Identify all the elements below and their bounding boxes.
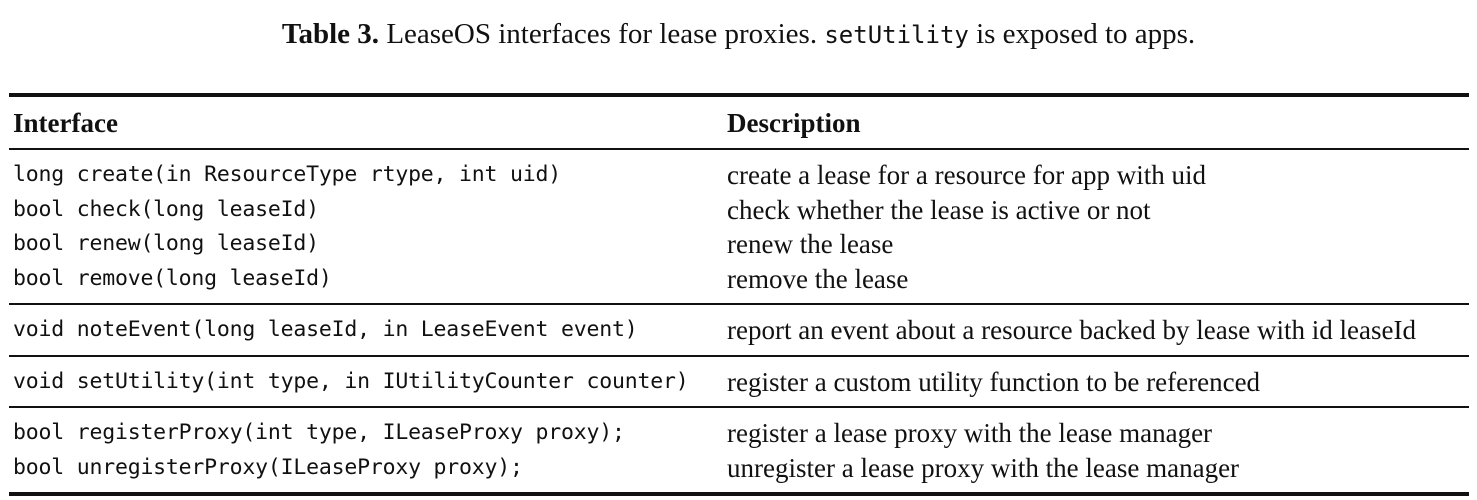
header-description: Description — [723, 95, 1469, 150]
interface-cell: void noteEvent(long leaseId, in LeaseEve… — [9, 304, 723, 357]
description-cell: register a lease proxy with the lease ma… — [727, 418, 1213, 448]
table-row: void setUtility(int type, in IUtilityCou… — [9, 355, 1469, 408]
caption-text-before: LeaseOS interfaces for lease proxies. — [386, 18, 818, 50]
interface-cell: void setUtility(int type, in IUtilityCou… — [9, 355, 723, 408]
caption-text-after: is exposed to apps. — [976, 18, 1196, 50]
table-caption: Table 3. LeaseOS interfaces for lease pr… — [0, 14, 1477, 55]
interface-cell: bool unregisterProxy(ILeaseProxy proxy); — [13, 454, 523, 480]
description-cell: check whether the lease is active or not — [727, 194, 1151, 225]
table-row: bool remove(long leaseId) remove the lea… — [9, 261, 1469, 305]
interface-cell: long create(in ResourceType rtype, int u… — [13, 162, 561, 187]
table-row: bool unregisterProxy(ILeaseProxy proxy);… — [9, 451, 1469, 495]
table-row: bool check(long leaseId) check whether t… — [9, 193, 1469, 228]
description-cell: report an event about a resource backed … — [723, 304, 1469, 357]
description-cell: register a custom utility function to be… — [723, 355, 1469, 408]
caption-label: Table 3. — [281, 18, 380, 50]
description-cell: renew the lease — [727, 229, 894, 259]
table-header-row: Interface Description — [9, 95, 1469, 150]
table-row: long create(in ResourceType rtype, int u… — [9, 149, 1469, 193]
description-cell: create a lease for a resource for app wi… — [727, 160, 1206, 190]
description-cell: unregister a lease proxy with the lease … — [727, 452, 1240, 483]
description-cell: remove the lease — [723, 261, 1469, 305]
table-row: bool registerProxy(int type, ILeaseProxy… — [9, 407, 1469, 451]
interface-cell: bool renew(long leaseId) — [13, 231, 319, 256]
interface-cell: bool registerProxy(int type, ILeaseProxy… — [13, 420, 625, 445]
interface-cell: bool remove(long leaseId) — [9, 261, 723, 305]
table-row: bool renew(long leaseId) renew the lease — [9, 227, 1469, 262]
table-row: void noteEvent(long leaseId, in LeaseEve… — [9, 304, 1469, 357]
interfaces-table: Interface Description long create(in Res… — [9, 93, 1469, 496]
header-interface: Interface — [9, 95, 723, 150]
interface-cell: bool check(long leaseId) — [13, 196, 319, 222]
caption-code: setUtility — [824, 21, 969, 49]
